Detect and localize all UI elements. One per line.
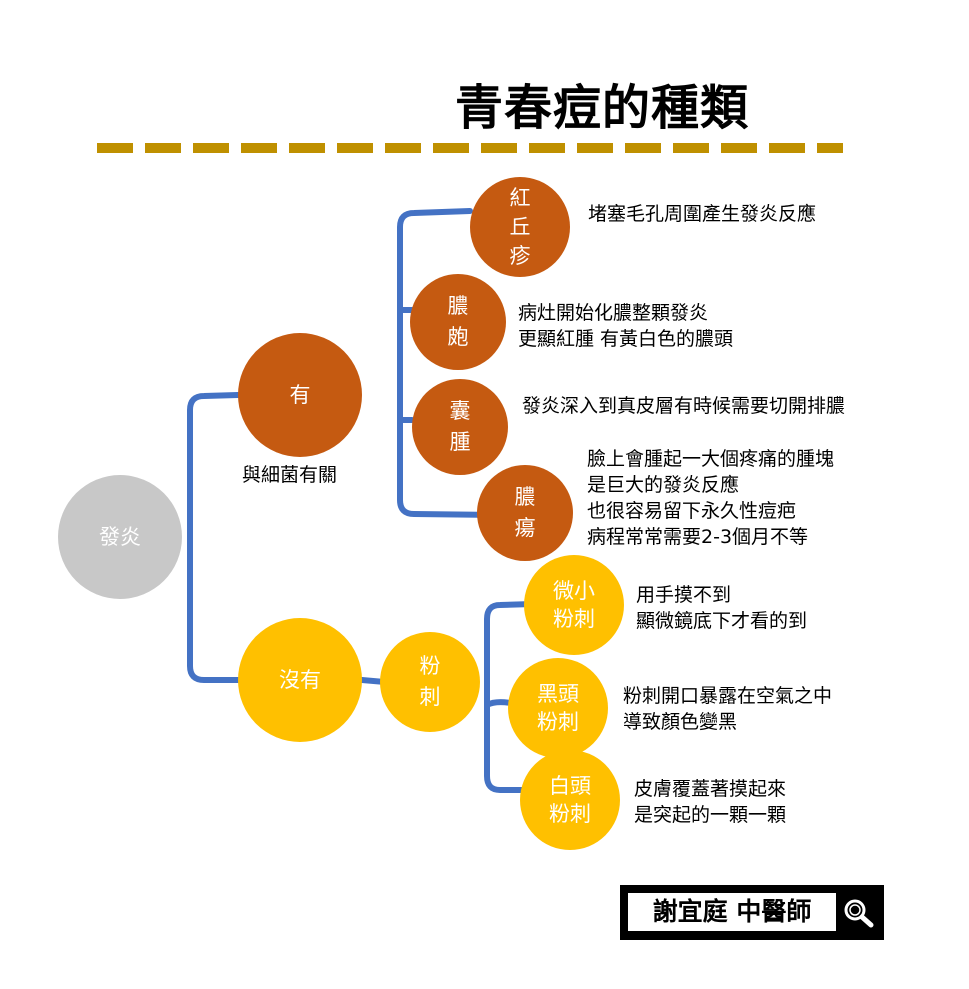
node-root: 發炎 [58,475,182,599]
comedo-bracket [484,601,536,793]
node-no: 沒有 [238,618,362,742]
root-bracket [187,392,241,683]
node-pustule: 膿 皰 [410,274,506,370]
node-blackhead: 黑頭 粉刺 [508,658,608,758]
node-yes: 有 [238,333,362,457]
page-title: 青春痘的種類 [455,80,750,136]
node-comedo: 粉 刺 [380,632,480,732]
node-cyst: 囊 腫 [412,379,508,475]
desc-whitehead: 皮膚覆蓋著摸起來 是突起的一顆一顆 [634,778,787,826]
node-whitehead: 白頭 粉刺 [520,750,620,850]
desc-pustule: 病灶開始化膿整顆發炎 更顯紅腫 有黃白色的膿頭 [518,302,734,350]
desc-microcomedo: 用手摸不到 顯微鏡底下才看的到 [636,584,808,632]
logo-badge: 謝宜庭 中醫師 [620,885,884,940]
search-icon [844,899,874,928]
desc-cyst: 發炎深入到真皮層有時候需要切開排膿 [522,395,846,417]
logo-text: 謝宜庭 中醫師 [628,893,836,931]
node-abscess: 膿 瘍 [477,465,573,561]
desc-abscess: 臉上會腫起一大個疼痛的腫塊 是巨大的發炎反應 也很容易留下永久性痘疤 病程常常需… [587,448,835,548]
desc-blackhead: 粉刺開口暴露在空氣之中 導致顏色變黑 [623,685,833,733]
inflamed-bracket [397,208,503,518]
desc-papule: 堵塞毛孔周圍產生發炎反應 [588,203,817,225]
node-papule: 紅 丘 疹 [470,177,570,277]
yes-note: 與細菌有關 [242,464,338,486]
node-microcomedo: 微小 粉刺 [524,555,624,655]
